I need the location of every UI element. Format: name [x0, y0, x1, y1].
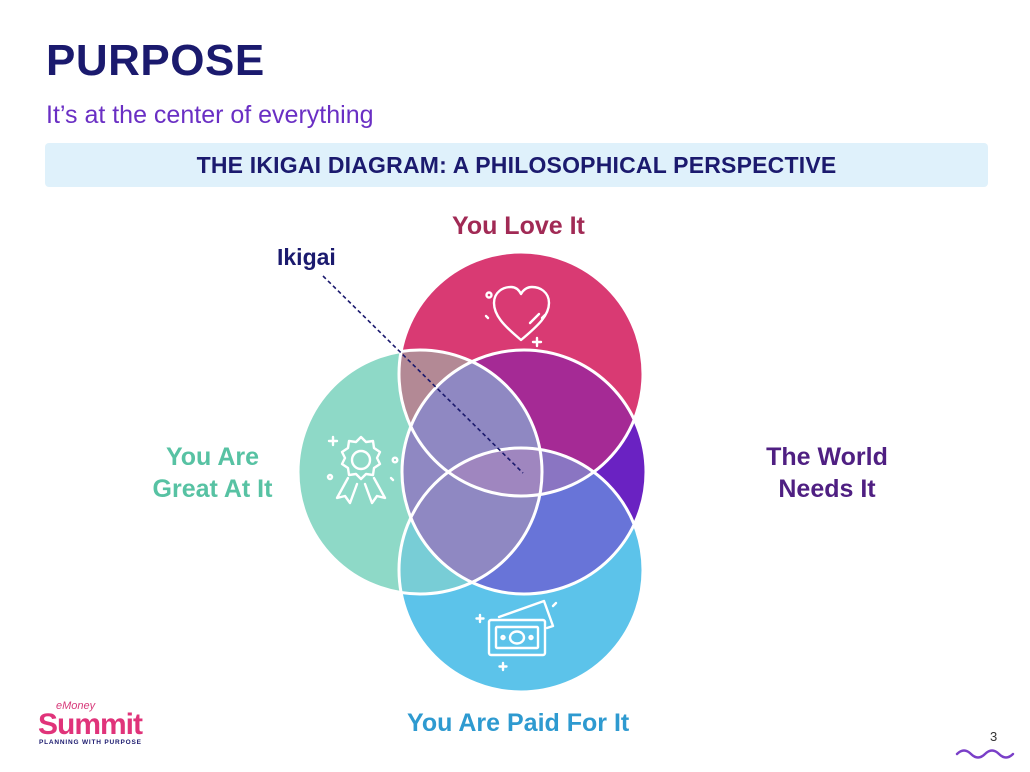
award-ribbon-icon: [326, 435, 399, 505]
label-the-world-needs-it: The World Needs It: [752, 441, 902, 505]
logo-brand-main: Summit: [38, 708, 143, 741]
money-bills-icon: [475, 599, 558, 672]
outline-paid: [397, 446, 645, 694]
label-you-are-great-at-it: You Are Great At It: [130, 441, 295, 505]
emoney-summit-logo: eMoney Summit PLANNING WITH PURPOSE: [38, 700, 150, 748]
heart-icon: [484, 285, 551, 348]
label-ikigai: Ikigai: [277, 244, 336, 270]
ikigai-pointer-line: [322, 275, 524, 474]
logo-tagline: PLANNING WITH PURPOSE: [39, 739, 142, 746]
label-world-line1: The World: [766, 443, 888, 471]
overlap-center-ikigai: [402, 448, 542, 496]
slide-title: PURPOSE: [46, 36, 265, 85]
slide-subtitle: It’s at the center of everything: [46, 101, 374, 129]
label-you-are-paid-for-it: You Are Paid For It: [407, 709, 630, 737]
label-great-line1: You Are: [165, 443, 260, 471]
label-world-line2: Needs It: [778, 475, 876, 503]
outline-great: [296, 348, 544, 596]
logo-brand-top: eMoney: [56, 700, 96, 712]
banner-title: THE IKIGAI DIAGRAM: A PHILOSOPHICAL PERS…: [196, 151, 837, 178]
section-banner: THE IKIGAI DIAGRAM: A PHILOSOPHICAL PERS…: [45, 143, 988, 187]
page-number: 3: [990, 729, 998, 744]
outline-love: [397, 250, 645, 498]
label-great-line2: Great At It: [152, 475, 273, 503]
label-you-love-it: You Love It: [452, 212, 585, 240]
lightbulb-icon: [650, 430, 717, 508]
wave-decoration-icon: [955, 749, 1015, 759]
outline-world: [400, 348, 648, 596]
